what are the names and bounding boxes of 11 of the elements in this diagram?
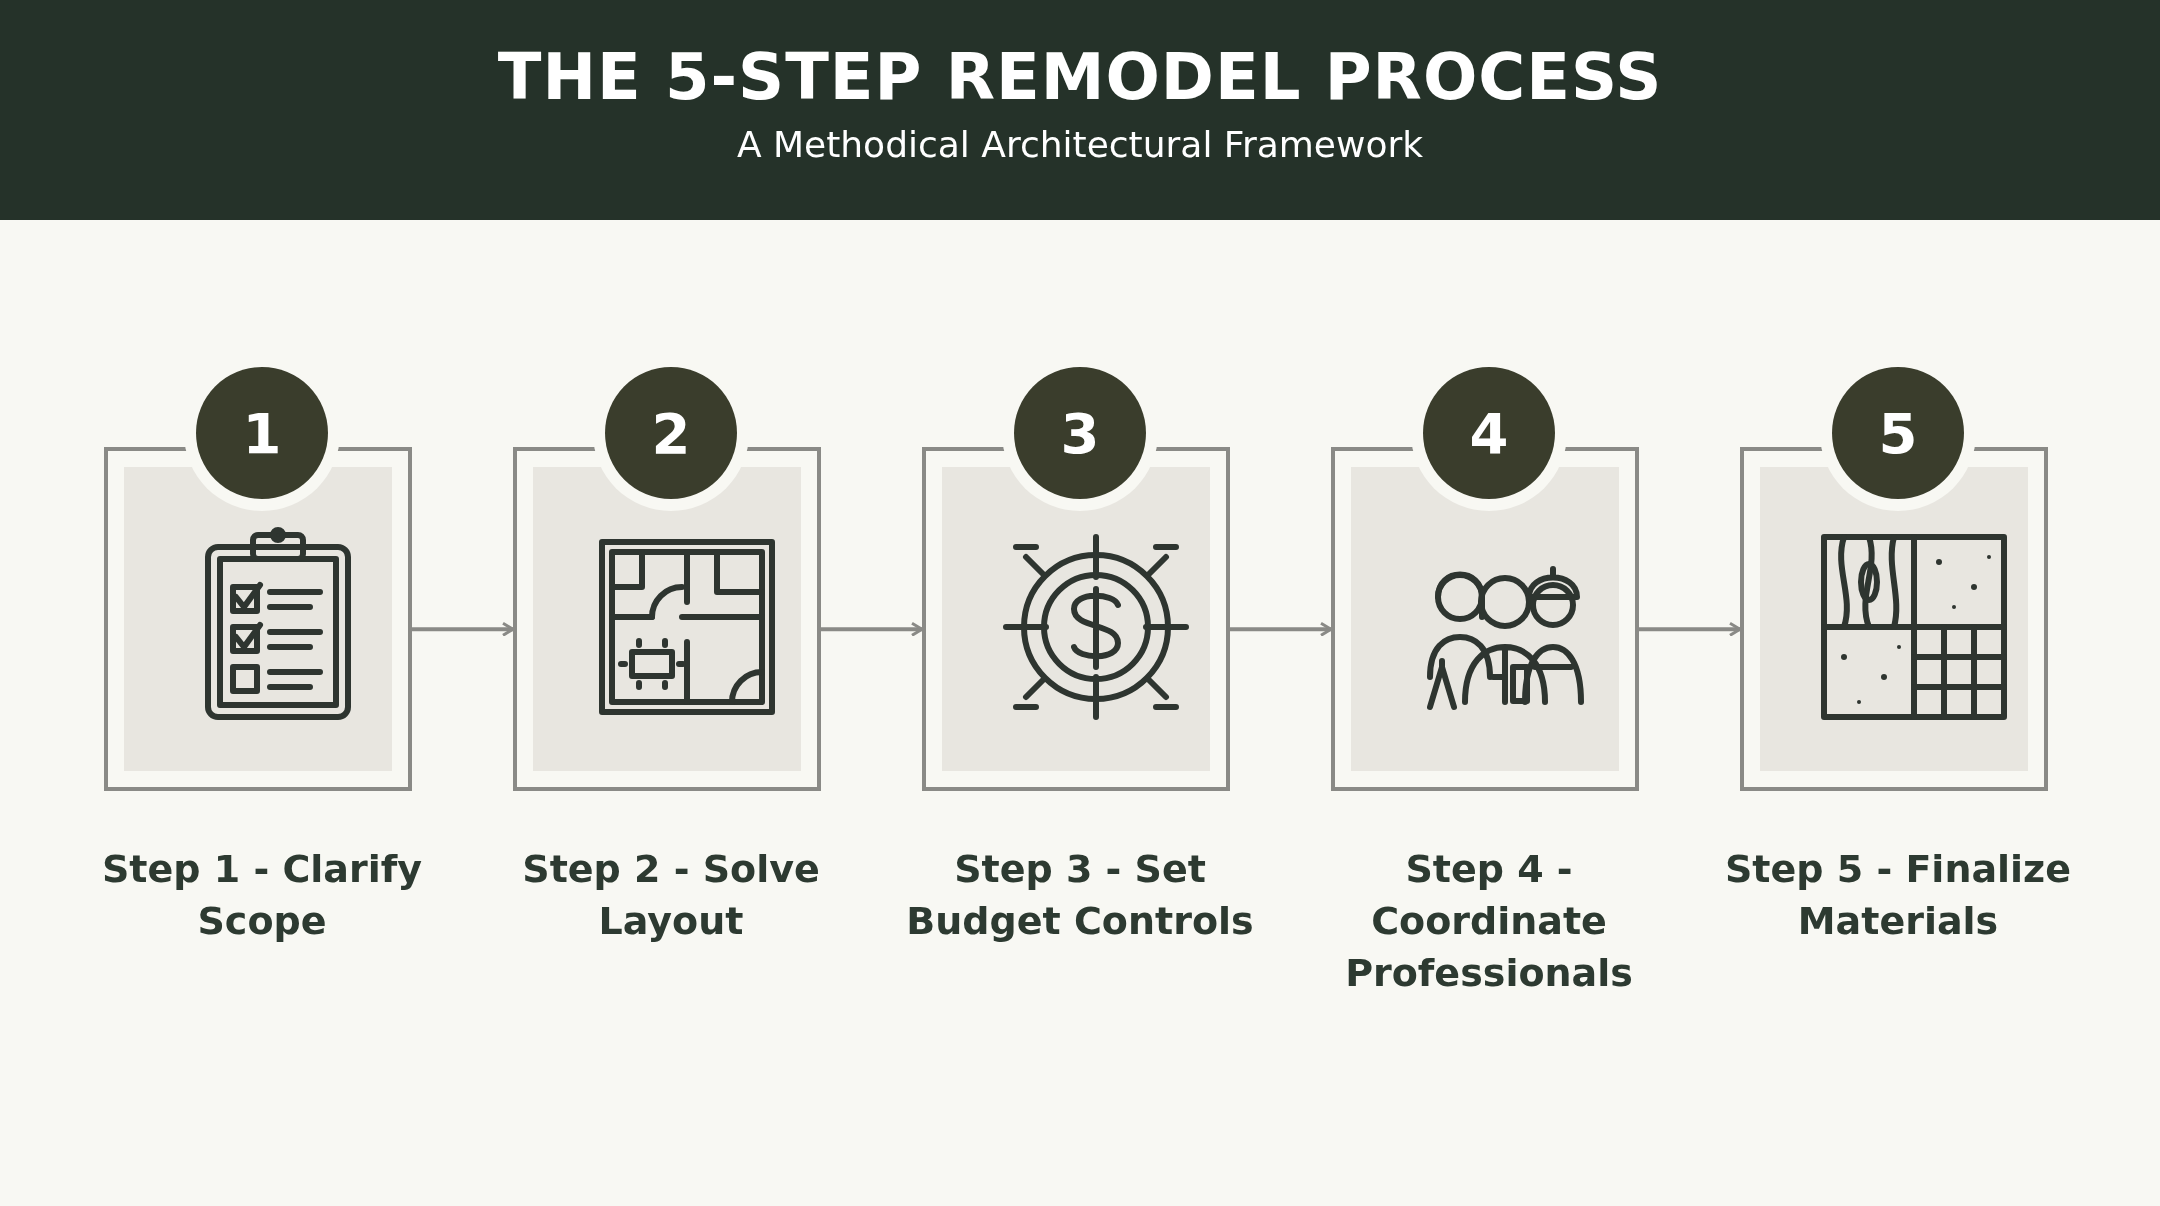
- title: THE 5-STEP REMODEL PROCESS: [496, 40, 1664, 114]
- step-label: Step 5 - Finalize Materials: [1724, 846, 2072, 945]
- arrow: [1639, 621, 1742, 637]
- step-label: Step 2 - Solve Layout: [521, 846, 821, 945]
- arrow: [412, 621, 515, 637]
- step-label: Step 4 - Coordinate Professionals: [1344, 846, 1634, 997]
- subtitle: A Methodical Architectural Framework: [735, 124, 1425, 165]
- arrow: [1230, 621, 1333, 637]
- step-label: Step 1 - Clarify Scope: [101, 846, 423, 945]
- step-label: Step 3 - Set Budget Controls: [905, 846, 1255, 945]
- arrow: [821, 621, 924, 637]
